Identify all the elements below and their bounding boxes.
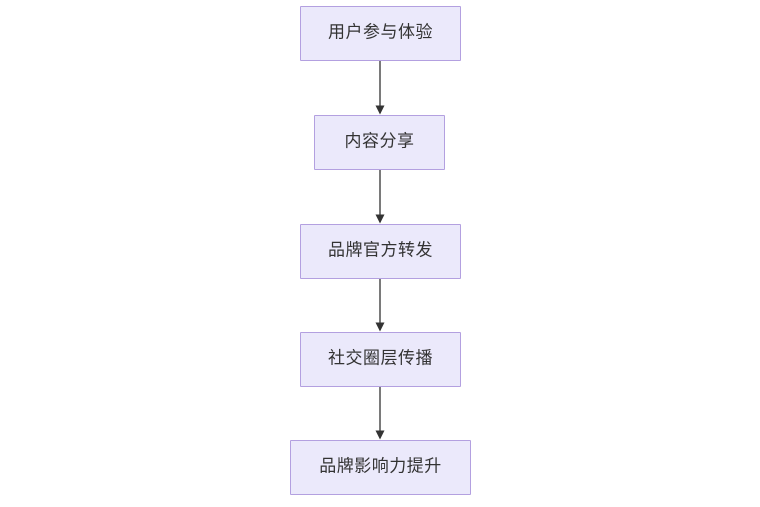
node-label: 品牌影响力提升	[319, 456, 442, 477]
flowchart-node-content-sharing[interactable]: 内容分享	[314, 115, 445, 170]
node-label: 品牌官方转发	[328, 240, 433, 261]
flowchart-node-user-experience[interactable]: 用户参与体验	[300, 6, 461, 61]
node-label: 用户参与体验	[328, 22, 433, 43]
flowchart-node-brand-influence-boost[interactable]: 品牌影响力提升	[290, 440, 471, 495]
flowchart-node-brand-official-repost[interactable]: 品牌官方转发	[300, 224, 461, 279]
node-label: 内容分享	[344, 131, 415, 152]
flowchart-node-social-circle-spread[interactable]: 社交圈层传播	[300, 332, 461, 387]
node-label: 社交圈层传播	[328, 348, 433, 369]
